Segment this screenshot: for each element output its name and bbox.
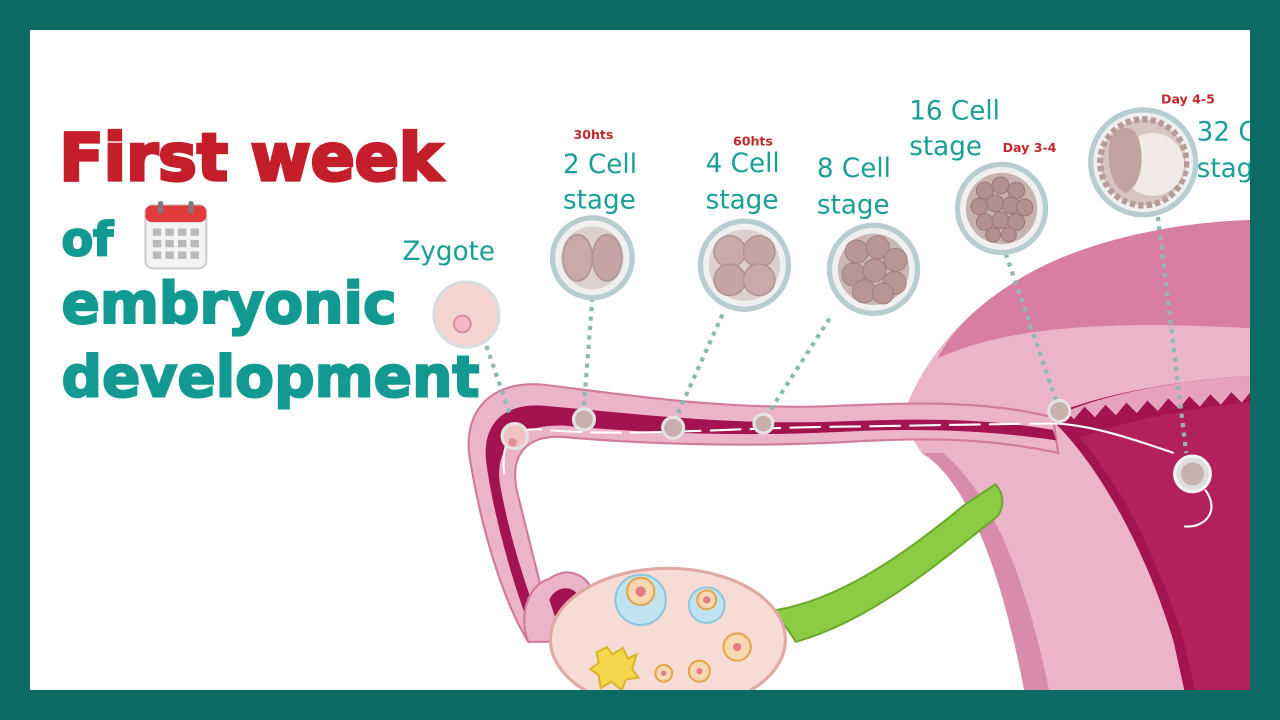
ovary [548,566,787,690]
title-line-1: First week [59,121,444,196]
4-cell-label-2: stage [706,185,779,215]
2-cell-label-1: 2 Cell [563,150,637,180]
2-cell-bubble [549,215,635,301]
follicle [614,573,667,627]
tube-embryos [500,398,1212,494]
title-line-2: of [61,213,114,267]
zygote-bubble [432,280,501,349]
follicle [722,632,752,662]
16-cell-time: Day 3-4 [1003,140,1057,155]
zygote-label: Zygote [402,237,495,267]
follicle [654,663,674,683]
32-cell-label-2: stage [1197,154,1250,184]
uterus [900,220,1250,690]
8-cell-label-2: stage [817,191,890,221]
4-cell-bubble [697,218,792,312]
frame: First week of embryonic development [30,30,1250,690]
4-cell-time: 60hts [733,134,773,149]
8-cell-bubble [826,222,921,317]
ovarian-ligament [773,483,1004,644]
calendar-icon [144,201,208,270]
32-cell-bubble [1088,107,1199,218]
connector-lines [484,216,1189,454]
title-line-3: embryonic [61,271,396,337]
2-cell-label-2: stage [563,185,636,215]
16-cell-label-2: stage [909,132,982,162]
32-cell-time: Day 4-5 [1161,92,1215,107]
title-block: First week of embryonic development [58,120,481,412]
16-cell-bubble [954,161,1049,256]
8-cell-label-1: 8 Cell [817,154,891,184]
diagram: First week of embryonic development [58,92,1250,690]
corpus-luteum [588,645,641,690]
16-cell-label-1: 16 Cell [909,96,1000,126]
32-cell-label-1: 32 Cell [1197,117,1250,147]
follicle [687,659,711,683]
4-cell-label-1: 4 Cell [706,149,780,179]
follicle [687,586,726,624]
title-line-4: development [61,344,479,410]
2-cell-time: 30hts [573,127,613,142]
